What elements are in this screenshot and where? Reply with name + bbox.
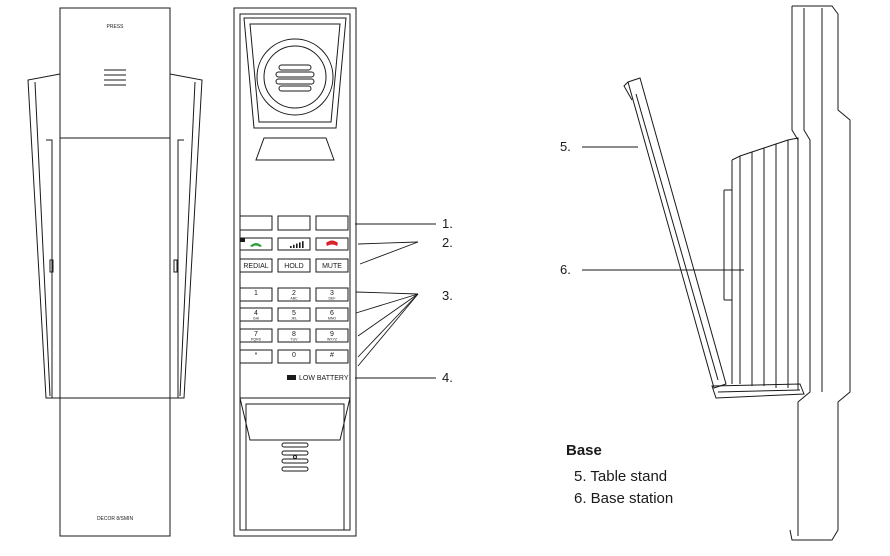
base-foot	[711, 383, 805, 399]
earpiece-frame	[243, 17, 347, 129]
key-8[interactable]	[277, 328, 311, 343]
key-number: 2	[292, 290, 296, 297]
key-number: 1	[254, 290, 258, 297]
callout-4: 4.	[442, 370, 453, 385]
soft-key-1[interactable]	[239, 215, 273, 231]
battery-icon	[287, 375, 296, 380]
handset-back-view	[27, 7, 203, 537]
mic-grille	[281, 442, 309, 472]
key-2[interactable]	[277, 287, 311, 302]
key-number: 9	[330, 331, 334, 338]
function-key-label: REDIAL	[243, 263, 268, 270]
legend-title: Base	[566, 442, 602, 459]
handset-front-body	[233, 7, 357, 537]
low-battery-label: LOW BATTERY	[299, 375, 349, 382]
key-7[interactable]	[239, 328, 273, 343]
key-letters: MNO	[328, 317, 336, 321]
key-number: 5	[292, 310, 296, 317]
function-key-label: MUTE	[322, 263, 342, 270]
key-4[interactable]	[239, 307, 273, 322]
volume-bars-icon	[290, 246, 292, 248]
callout-6: 6.	[560, 262, 571, 277]
key-0[interactable]	[277, 349, 311, 364]
volume-key[interactable]	[277, 237, 311, 251]
key-5[interactable]	[277, 307, 311, 322]
callout-lines	[355, 146, 744, 379]
soft-key-3[interactable]	[315, 215, 349, 231]
stand-wing-right	[169, 73, 203, 399]
key-number: 7	[254, 331, 258, 338]
earpiece-grille	[275, 64, 315, 92]
handset-back-body	[59, 7, 171, 537]
back-grille	[104, 69, 126, 86]
key-6[interactable]	[315, 307, 349, 322]
display-window	[255, 137, 335, 161]
legend-item-base-station: 6. Base station	[574, 490, 674, 507]
table-stand	[627, 77, 727, 389]
soft-key-2[interactable]	[277, 215, 311, 231]
key-letters: TUV	[291, 338, 299, 342]
stand-wing-left	[27, 73, 61, 399]
function-key-redial[interactable]	[239, 258, 273, 273]
callout-3: 3.	[442, 288, 453, 303]
key-letters: GHI	[253, 317, 259, 321]
key-number: 4	[254, 310, 258, 317]
base-legend: Base 5. Table stand 6. Base station	[566, 440, 673, 510]
key-letters: ABC	[290, 297, 298, 301]
key-number: 6	[330, 310, 334, 317]
press-label: PRESS	[107, 24, 125, 30]
key-number: 8	[292, 331, 296, 338]
key-hash[interactable]	[315, 349, 349, 364]
function-key-hold[interactable]	[277, 258, 311, 273]
back-bottom-label: DECOR 8/SMIN	[97, 516, 134, 522]
key-3[interactable]	[315, 287, 349, 302]
key-number: #	[330, 352, 334, 359]
earpiece-speaker	[256, 38, 334, 116]
mic-frame-top	[239, 397, 351, 441]
key-letters: PQRS	[251, 338, 262, 342]
key-star[interactable]	[239, 349, 273, 364]
key-9[interactable]	[315, 328, 349, 343]
callout-2: 2.	[442, 235, 453, 250]
key-number: 3	[330, 290, 334, 297]
legend-item-table-stand: 5. Table stand	[574, 468, 668, 485]
phone-red-icon	[326, 240, 338, 246]
callout-1: 1.	[442, 216, 453, 231]
base-back-profile	[789, 5, 851, 541]
key-1[interactable]	[239, 287, 273, 302]
base-side-view	[623, 5, 851, 541]
base-station-slats	[723, 137, 799, 390]
key-letters: JKL	[291, 317, 297, 321]
key-letters: DEF	[329, 297, 336, 301]
function-key-mute[interactable]	[315, 258, 349, 273]
key-letters: WXYZ	[327, 338, 338, 342]
key-number: *	[255, 352, 258, 359]
phone-green-icon	[250, 243, 262, 247]
function-key-label: HOLD	[284, 263, 303, 270]
callout-5: 5.	[560, 139, 571, 154]
handset-front-view	[233, 7, 357, 537]
key-number: 0	[292, 352, 296, 359]
